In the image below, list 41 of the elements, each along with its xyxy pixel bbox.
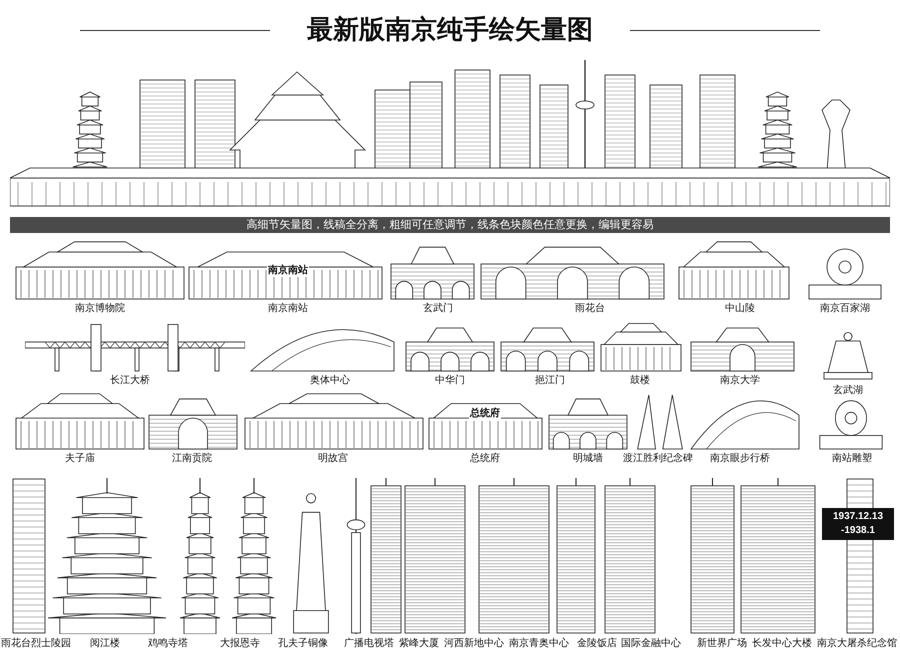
landmark-caption: 玄武湖 (833, 385, 863, 397)
landmark-caption: 中山陵 (725, 303, 755, 315)
landmark-caption: 南站雕塑 (832, 453, 872, 465)
landmark-caption: 玄武门 (423, 303, 453, 315)
date-text: -1938.1 (841, 524, 875, 537)
landmark-caption: 国际金融中心 (621, 638, 681, 650)
landmark-caption: 江南贡院 (172, 453, 212, 465)
landmark-caption: 明城墙 (573, 453, 603, 465)
banner-text: 高细节矢量图，线稿全分离，粗细可任意调节，线条色块颜色任意更换，编辑更容易 (246, 218, 654, 232)
building-sign: 总统府 (469, 408, 501, 420)
landmark-caption: 南京青奥中心 (509, 638, 569, 650)
landmark-caption: 南京眼步行桥 (710, 453, 770, 465)
landmark-caption: 总统府 (470, 453, 500, 465)
landmark-caption: 南京大屠杀纪念馆 (817, 638, 897, 650)
landmark-caption: 长江大桥 (110, 375, 150, 387)
landmark-caption: 雨花台 (575, 303, 605, 315)
landmark-caption: 南京百家湖 (820, 303, 870, 315)
landmark-caption: 南京大学 (720, 375, 760, 387)
landmark-caption: 中华门 (435, 375, 465, 387)
landmark-caption: 大报恩寺 (220, 638, 260, 650)
landmark-caption: 南京博物院 (75, 303, 125, 315)
title: 最新版南京纯手绘矢量图 (307, 13, 593, 46)
landmark-caption: 鸡鸣寺塔 (148, 638, 188, 650)
landmark-caption: 广播电视塔 (344, 638, 394, 650)
landmark-caption: 河西新地中心 (444, 638, 504, 650)
landmark-caption: 金陵饭店 (577, 638, 617, 650)
landmark-caption: 新世界广场 (697, 638, 747, 650)
landmark-caption: 奥体中心 (310, 375, 350, 387)
landmark-caption: 明故宫 (318, 453, 348, 465)
landmark-caption: 雨花台烈士陵园 (1, 638, 71, 650)
landmark-caption: 夫子庙 (65, 453, 95, 465)
landmark-caption: 紫峰大厦 (399, 638, 439, 650)
landmark-caption: 阅江楼 (90, 638, 120, 650)
building-sign: 南京南站 (267, 265, 309, 277)
landmark-caption: 渡江胜利纪念碑 (623, 453, 693, 465)
date-text: 1937.12.13 (832, 510, 884, 523)
landmark-caption: 南京南站 (268, 303, 308, 315)
landmark-caption: 孔夫子铜像 (278, 638, 328, 650)
landmark-caption: 鼓楼 (630, 375, 650, 387)
landmark-caption: 挹江门 (535, 375, 565, 387)
landmark-caption: 长发中心大楼 (752, 638, 812, 650)
